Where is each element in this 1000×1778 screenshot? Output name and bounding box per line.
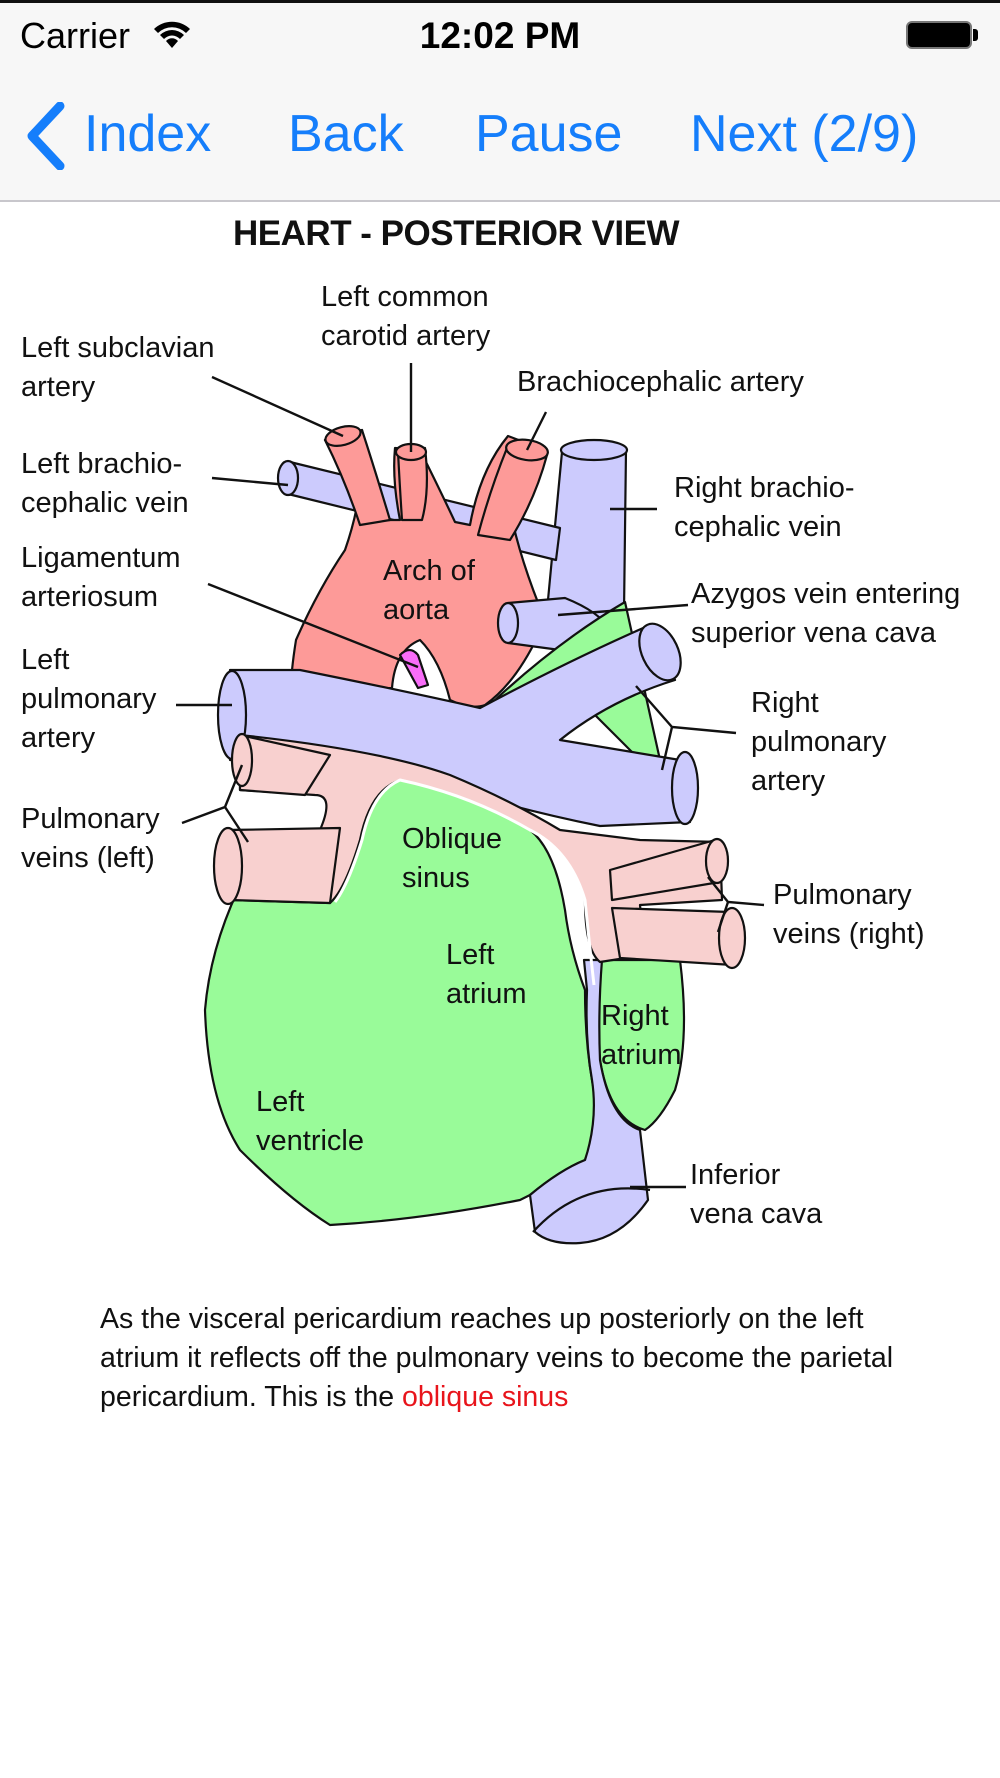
- label-left-atrium-1: Left: [446, 939, 494, 971]
- label-pulmonary-veins-right-1: Pulmonary: [773, 879, 912, 911]
- label-left-common-carotid-2: carotid artery: [321, 320, 491, 352]
- label-right-pulmonary-artery-1: Right: [751, 687, 819, 719]
- caption-text: As the visceral pericardium reaches up p…: [100, 1300, 900, 1417]
- label-oblique-sinus-2: sinus: [402, 862, 470, 894]
- label-pulmonary-veins-right-2: veins (right): [773, 918, 925, 950]
- label-right-atrium-1: Right: [601, 1000, 669, 1032]
- right-pulmonary-artery-opening-lower: [670, 750, 700, 826]
- label-pulmonary-veins-left-2: veins (left): [21, 842, 155, 874]
- pulmonary-vein-right-lower: [610, 906, 735, 967]
- battery-icon: [906, 21, 972, 49]
- pause-button[interactable]: Pause: [475, 105, 623, 163]
- battery-tip: [973, 29, 978, 41]
- right-pulmonary-artery-opening-upper: [638, 622, 682, 682]
- label-ivc-2: vena cava: [690, 1198, 823, 1230]
- leader-lines: [176, 363, 765, 1189]
- label-azygos-1: Azygos vein entering: [691, 578, 960, 610]
- label-brachiocephalic-artery: Brachiocephalic artery: [517, 366, 804, 398]
- carrier-label: Carrier: [20, 15, 131, 56]
- label-right-atrium-2: atrium: [601, 1039, 682, 1071]
- label-left-atrium-2: atrium: [446, 978, 527, 1010]
- label-arch-of-aorta-2: aorta: [383, 594, 450, 626]
- label-right-brachiocephalic-vein-2: cephalic vein: [674, 511, 842, 543]
- caption-body: As the visceral pericardium reaches up p…: [100, 1303, 894, 1413]
- label-left-brachiocephalic-vein-1: Left brachio-: [21, 448, 182, 480]
- inferior-vena-cava: [528, 958, 650, 1245]
- label-left-pulmonary-artery-2: pulmonary: [21, 683, 157, 715]
- caption-highlight-oblique-sinus[interactable]: oblique sinus: [402, 1381, 569, 1413]
- wifi-icon: [154, 21, 190, 48]
- navigation-bar: Index Back Pause Next (2/9): [0, 66, 1000, 202]
- label-ligamentum-1: Ligamentum: [21, 542, 181, 574]
- clock: 12:02 PM: [419, 15, 581, 56]
- svc-opening: [559, 438, 629, 462]
- back-button[interactable]: Back: [288, 105, 404, 163]
- label-left-ventricle-2: ventricle: [256, 1125, 364, 1157]
- label-left-common-carotid-1: Left common: [321, 281, 489, 313]
- oblique-sinus-outline: [333, 778, 596, 986]
- label-left-ventricle-1: Left: [256, 1086, 304, 1118]
- label-right-pulmonary-artery-3: artery: [751, 765, 826, 797]
- left-common-carotid-artery: [396, 446, 428, 522]
- label-oblique-sinus-1: Oblique: [402, 823, 502, 855]
- ligamentum-arteriosum: [398, 648, 430, 690]
- label-right-brachiocephalic-vein-1: Right brachio-: [674, 472, 855, 504]
- label-left-pulmonary-artery-3: artery: [21, 722, 96, 754]
- brachiocephalic-artery: [476, 446, 549, 542]
- label-pulmonary-veins-left-1: Pulmonary: [21, 803, 160, 835]
- label-ivc-1: Inferior: [690, 1159, 781, 1191]
- left-brachiocephalic-vein-opening: [276, 459, 300, 497]
- label-arch-of-aorta-1: Arch of: [383, 555, 476, 587]
- status-bar: Carrier 12:02 PM: [0, 0, 1000, 66]
- label-azygos-2: superior vena cava: [691, 617, 937, 649]
- label-right-pulmonary-artery-2: pulmonary: [751, 726, 887, 758]
- left-subclavian-artery: [323, 428, 392, 527]
- next-button[interactable]: Next (2/9): [690, 105, 919, 163]
- index-button[interactable]: Index: [84, 105, 212, 163]
- label-ligamentum-2: arteriosum: [21, 581, 158, 613]
- chevron-left-icon[interactable]: [22, 102, 70, 170]
- label-left-pulmonary-artery-1: Left: [21, 644, 69, 676]
- label-left-subclavian-1: Left subclavian: [21, 332, 214, 364]
- diagram-title: HEART - POSTERIOR VIEW: [233, 214, 679, 253]
- label-left-brachiocephalic-vein-2: cephalic vein: [21, 487, 189, 519]
- diagram-labels: Left subclavian artery Left common carot…: [21, 281, 960, 1230]
- label-left-subclavian-2: artery: [21, 371, 96, 403]
